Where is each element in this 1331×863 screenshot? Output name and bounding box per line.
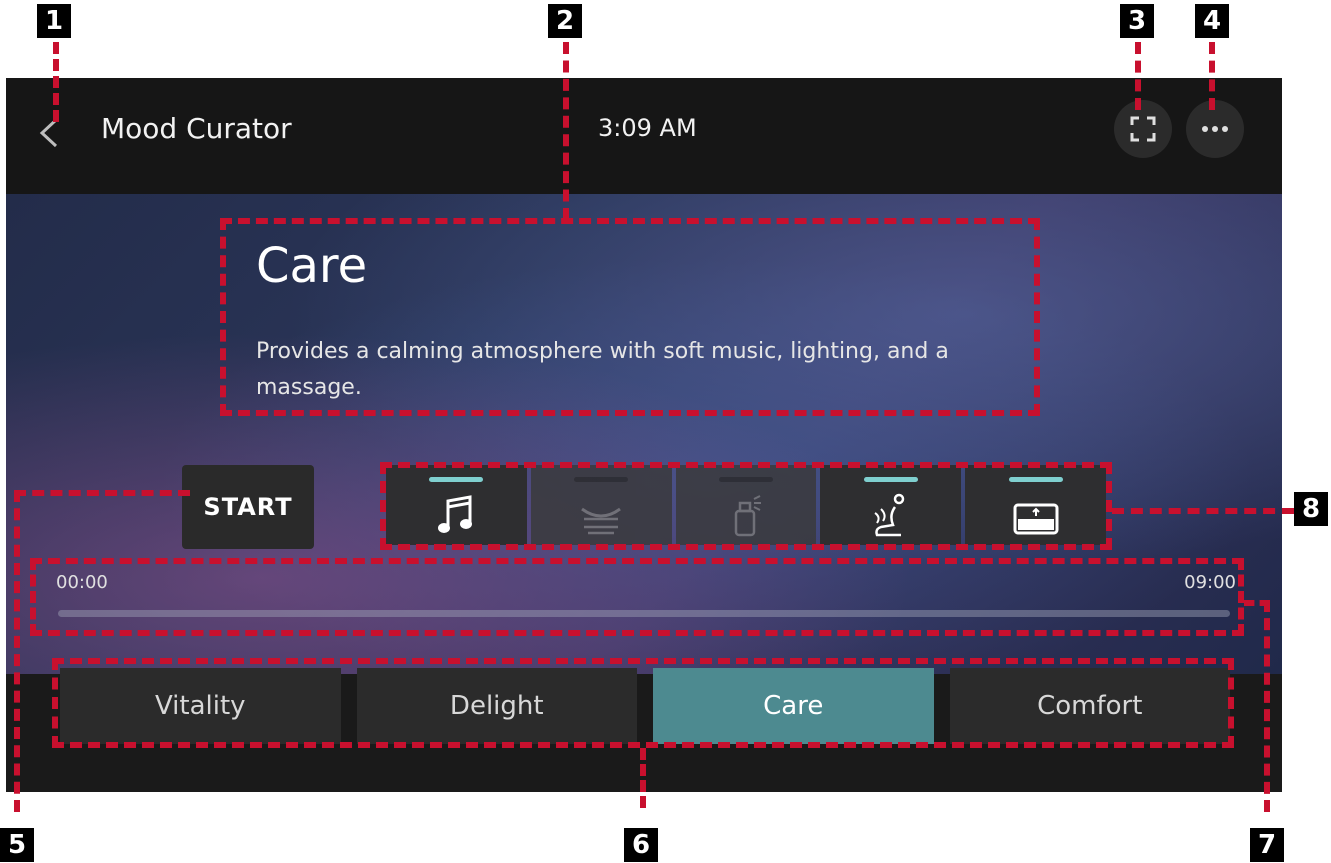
app-title: Mood Curator [101, 112, 292, 145]
elapsed-time: 00:00 [56, 572, 108, 593]
feature-indicator [718, 477, 773, 482]
callout-1: 1 [37, 4, 71, 38]
callout-line-4 [1209, 42, 1215, 110]
callout-box-6 [52, 658, 1234, 748]
callout-6: 6 [624, 828, 658, 862]
callout-line-7v [1264, 600, 1270, 812]
feature-indicator [863, 477, 918, 482]
callout-line-8 [1112, 508, 1294, 514]
feature-indicator [1008, 477, 1063, 482]
feature-fragrance[interactable] [675, 465, 817, 545]
tab-comfort[interactable]: Comfort [949, 668, 1230, 744]
clock: 3:09 AM [598, 114, 697, 142]
mode-description: Provides a calming atmosphere with soft … [256, 339, 949, 400]
callout-5: 5 [0, 828, 34, 862]
callout-line-1 [53, 42, 59, 122]
callout-line-2 [563, 42, 569, 220]
callout-8: 8 [1294, 492, 1328, 526]
callout-box-8 [380, 462, 1112, 550]
callout-7: 7 [1250, 828, 1284, 862]
start-button[interactable]: START [182, 465, 314, 549]
seat-massage-icon [874, 493, 905, 537]
callout-line-5v [14, 490, 20, 812]
feature-lighting[interactable] [530, 465, 672, 545]
top-bar: Mood Curator 3:09 AM [6, 78, 1282, 194]
mode-tabs: Vitality Delight Care Comfort [60, 668, 1230, 744]
fullscreen-icon [1130, 116, 1156, 142]
tab-care[interactable]: Care [653, 668, 934, 744]
callout-2: 2 [548, 4, 582, 38]
callout-3: 3 [1120, 4, 1154, 38]
feature-seat-massage[interactable] [820, 465, 962, 545]
progress-track[interactable] [58, 610, 1230, 617]
feature-display[interactable] [965, 465, 1106, 545]
fragrance-icon [734, 495, 761, 537]
more-button[interactable] [1186, 100, 1244, 158]
music-icon [438, 495, 473, 533]
back-arrow-icon[interactable] [36, 118, 66, 148]
callout-4: 4 [1195, 4, 1229, 38]
display-icon [1013, 503, 1059, 535]
callout-box-2 [220, 218, 1040, 416]
callout-line-5h [14, 490, 190, 496]
hero-background [6, 194, 1282, 674]
tab-delight[interactable]: Delight [356, 668, 637, 744]
feature-toggles [386, 465, 1106, 545]
callout-box-7 [30, 558, 1244, 636]
fullscreen-button[interactable] [1114, 100, 1172, 158]
callout-line-7h [1244, 600, 1270, 606]
callout-line-6 [640, 748, 646, 808]
total-time: 09:00 [1184, 572, 1236, 593]
lighting-icon [581, 507, 622, 535]
feature-indicator [429, 477, 484, 482]
feature-music[interactable] [386, 465, 527, 545]
app-screen: Mood Curator 3:09 AM Care Provides a cal… [6, 78, 1282, 792]
feature-indicator [574, 477, 629, 482]
callout-line-3 [1135, 42, 1141, 110]
more-dots-icon [1202, 126, 1228, 132]
tab-vitality[interactable]: Vitality [60, 668, 341, 744]
mode-title: Care [256, 238, 368, 294]
progress-bar[interactable]: 00:00 09:00 [50, 568, 1236, 628]
